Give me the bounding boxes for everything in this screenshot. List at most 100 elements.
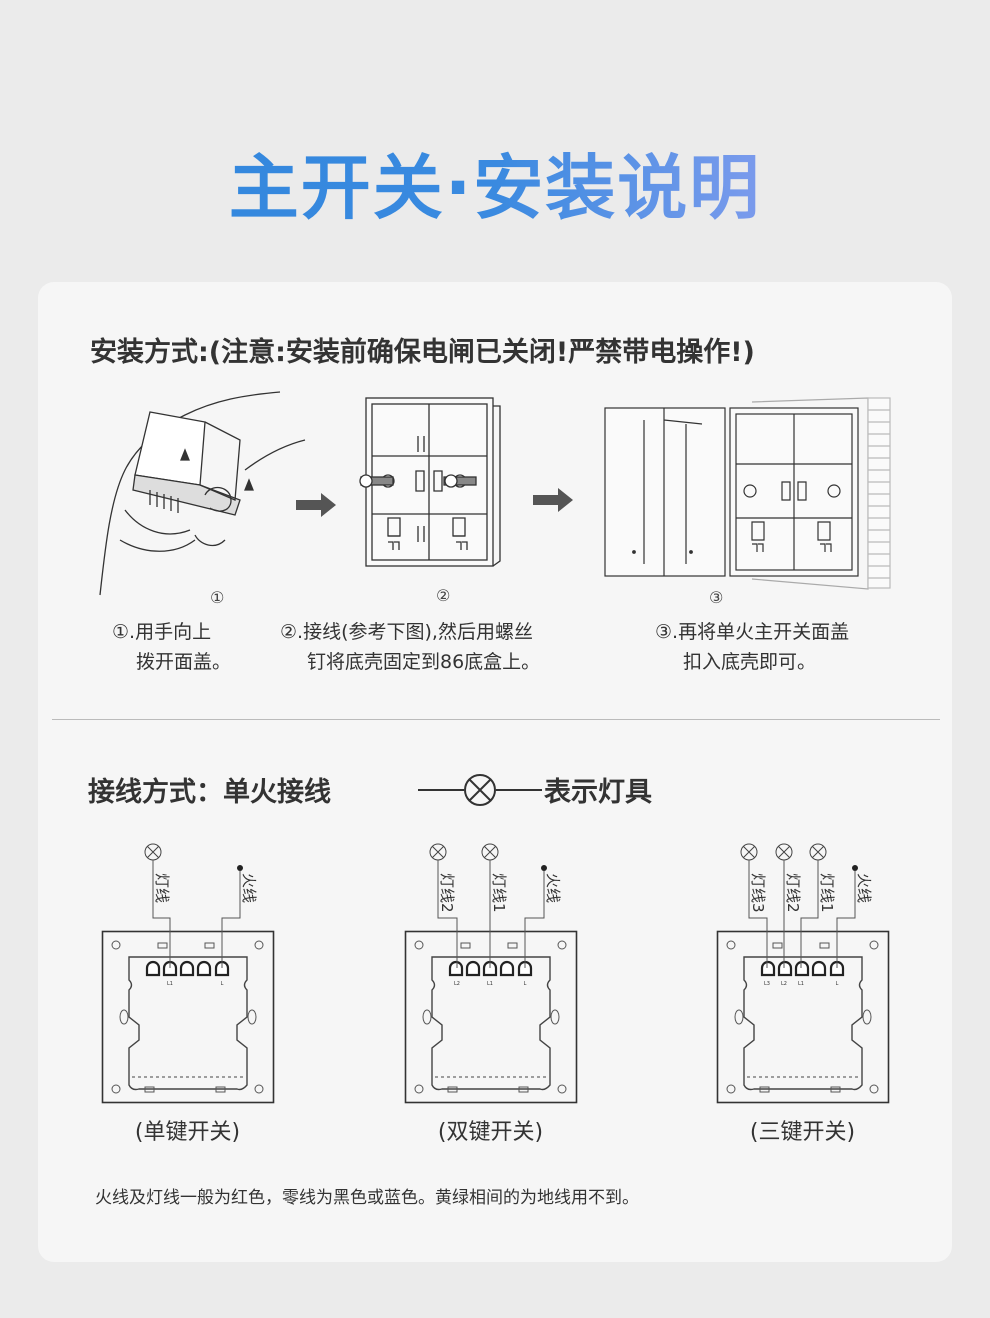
- mounting-hole: [726, 940, 736, 950]
- mounting-hole: [726, 1084, 736, 1094]
- slot: [247, 1009, 257, 1025]
- lamp-icon: [418, 773, 542, 806]
- tab: [460, 942, 471, 949]
- terminal-label: L3: [764, 981, 770, 987]
- lamp-wire-label: 灯线1: [490, 873, 508, 913]
- slot: [734, 1009, 744, 1025]
- lamp-wire: [437, 860, 458, 968]
- step-1-number: ①: [210, 588, 225, 607]
- lamp-wire: [800, 860, 819, 968]
- lamp-legend: 表示灯具: [418, 770, 652, 809]
- mounting-hole: [869, 940, 879, 950]
- terminal-screw: [196, 960, 212, 977]
- tab: [215, 1086, 226, 1093]
- tab: [204, 942, 215, 949]
- tab: [759, 1086, 770, 1093]
- step-2-number: ②: [436, 586, 451, 605]
- terminal-screw: [214, 960, 230, 977]
- single-key-caption: (单键开关): [134, 1120, 241, 1145]
- wiring-heading: 接线方式：单火接线: [88, 777, 331, 808]
- lamp-wire-label: 灯线1: [818, 873, 836, 913]
- terminal-screw: [448, 960, 464, 977]
- triple-key-caption: (三键开关): [749, 1120, 856, 1145]
- slot: [119, 1009, 129, 1025]
- switch-plate: [404, 930, 578, 1104]
- cover-snap-on-illustration: [604, 397, 891, 590]
- lamp-cross: [743, 846, 755, 858]
- terminal-screw: [465, 960, 481, 977]
- wire-color-note: 火线及灯线一般为红色，零线为黑色或蓝色。黄绿相间的为地线用不到。: [95, 1188, 639, 1208]
- slot: [550, 1009, 560, 1025]
- terminal-housing: [431, 956, 551, 1091]
- step-2-caption: ②.接线(参考下图),然后用螺丝 钉将底壳固定到86底盒上。: [280, 617, 540, 677]
- lamp-cross: [812, 846, 824, 858]
- mounting-hole: [111, 1084, 121, 1094]
- step-1-caption: ①.用手向上 拨开面盖。: [112, 617, 231, 677]
- live-wire: [524, 871, 545, 968]
- terminal-screw: [162, 960, 178, 977]
- mounting-hole: [414, 1084, 424, 1094]
- lamp-wire-label: 灯线: [153, 873, 171, 903]
- tab: [447, 1086, 458, 1093]
- step-2-line-1: ②.接线(参考下图),然后用螺丝: [280, 621, 533, 643]
- terminal-label: L1: [487, 981, 493, 987]
- lamp-cross: [778, 846, 790, 858]
- lamp-legend-text: 表示灯具: [544, 777, 652, 808]
- tab: [157, 942, 168, 949]
- step-1-line-2: 拨开面盖。: [136, 651, 232, 673]
- arrow-right-icon: [533, 488, 573, 512]
- step-3-line-1: ③.再将单火主开关面盖: [655, 621, 850, 643]
- terminal-housing: [128, 956, 248, 1091]
- terminal-housing: [743, 956, 863, 1091]
- tab: [819, 942, 830, 949]
- mounting-hole: [557, 1084, 567, 1094]
- terminal-screw: [777, 960, 793, 977]
- mounting-hole: [869, 1084, 879, 1094]
- step-2-line-2: 钉将底壳固定到86底盒上。: [307, 651, 541, 673]
- terminal-screw: [517, 960, 533, 977]
- mounting-hole: [557, 940, 567, 950]
- mounting-hole: [111, 940, 121, 950]
- step-3-number: ③: [709, 588, 724, 607]
- terminal-label: L1: [798, 981, 804, 987]
- slot: [862, 1009, 872, 1025]
- lamp-cross: [147, 846, 159, 858]
- base-plate-screw-illustration: [359, 397, 501, 567]
- mounting-hole: [254, 940, 264, 950]
- install-heading: 安装方式:(注意:安装前确保电闸已关闭!严禁带电操作!): [90, 337, 755, 368]
- step-3-caption: ③.再将单火主开关面盖 扣入底壳即可。: [655, 617, 849, 677]
- mounting-hole: [254, 1084, 264, 1094]
- live-wire-source-dot: [237, 865, 243, 871]
- live-wire: [221, 871, 241, 968]
- terminal-screw: [145, 960, 161, 977]
- terminal-label: L2: [781, 981, 787, 987]
- lamp-cross: [484, 846, 496, 858]
- arrow-right-icon: [296, 493, 336, 517]
- tab: [830, 1086, 841, 1093]
- lamp-wire: [748, 860, 768, 968]
- lamp-wire-label: 灯线2: [784, 873, 802, 913]
- terminal-screw: [499, 960, 515, 977]
- tab: [772, 942, 783, 949]
- page-title: 主开关·安装说明: [0, 132, 990, 233]
- tab: [507, 942, 518, 949]
- live-wire-source-dot: [852, 865, 858, 871]
- terminal-label: L1: [167, 981, 173, 987]
- switch-plate: [716, 930, 890, 1104]
- section-divider: [52, 719, 940, 720]
- live-wire-label: 火线: [544, 873, 562, 903]
- terminal-screw: [760, 960, 776, 977]
- tab: [518, 1086, 529, 1093]
- terminal-label: L: [836, 981, 839, 987]
- live-wire-label: 火线: [855, 873, 873, 903]
- terminal-screw: [179, 960, 195, 977]
- step-3-line-2: 扣入底壳即可。: [683, 651, 817, 673]
- slot: [422, 1009, 432, 1025]
- terminal-label: L: [221, 981, 224, 987]
- step-1-line-1: ①.用手向上: [112, 621, 212, 643]
